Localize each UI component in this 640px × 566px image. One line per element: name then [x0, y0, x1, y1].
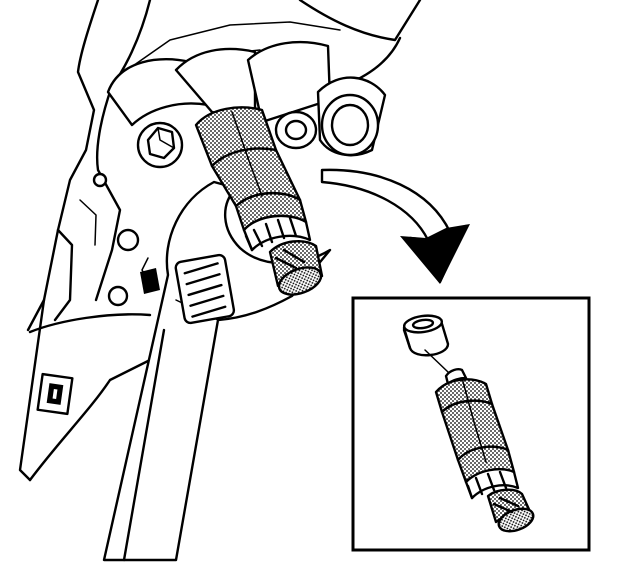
sealing-washer — [402, 314, 450, 357]
sensor-detail — [434, 368, 535, 533]
sensor-in-housing — [194, 106, 324, 296]
engine-housing — [18, 0, 422, 482]
wrench-worm-screw — [174, 253, 236, 325]
housing-bolt-left — [136, 121, 184, 169]
inset-box-sensor-with-seal — [351, 296, 591, 552]
curved-callout-arrow — [320, 168, 470, 284]
housing-bores — [106, 40, 387, 157]
drain-plug — [36, 372, 74, 416]
open-end-wrench — [102, 180, 332, 562]
